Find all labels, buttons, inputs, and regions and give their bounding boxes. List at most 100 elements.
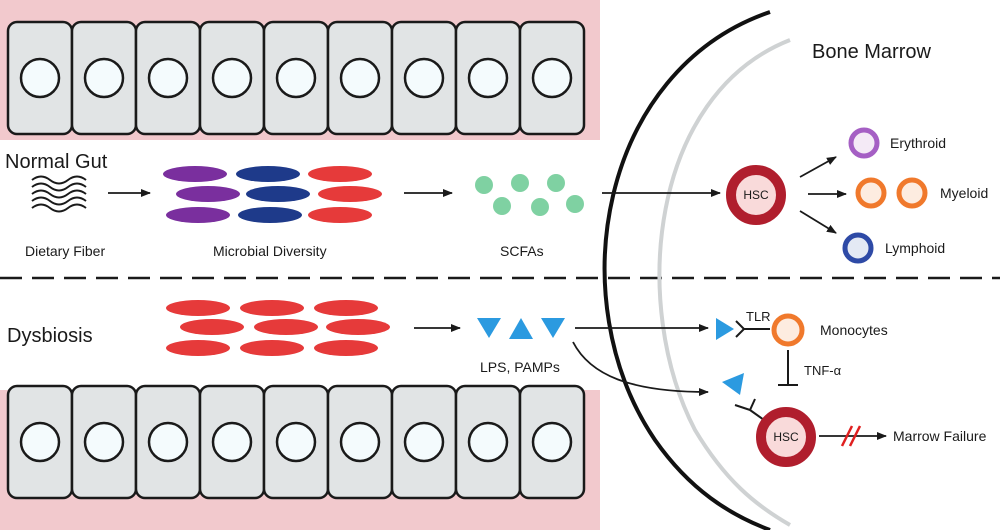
pamp-bound-triangle [716,318,734,340]
bottom-epithelial-cells [6,384,586,500]
scfas-label: SCFAs [500,243,544,259]
epithelial-cell [134,20,202,136]
arrow-hsc-to-erythroid [799,156,837,178]
red-microbe [314,340,378,356]
diverse-microbes [163,166,382,223]
cell-nucleus [211,57,253,99]
pamp-triangle-down [477,318,501,338]
monocyte-cell [771,313,805,347]
blue-microbe [238,207,302,223]
red-microbe [308,166,372,182]
cell-nucleus [467,421,509,463]
cell-nucleus [83,421,125,463]
hsc-cell-bottom: HSC [756,407,816,467]
scfa-dot [566,195,584,213]
red-microbe [308,207,372,223]
cell-nucleus [19,421,61,463]
blue-microbe [246,186,310,202]
epithelial-cell [262,384,330,500]
blocked-mark-icon [840,425,862,447]
red-microbe [166,300,230,316]
purple-microbe [163,166,227,182]
top-epithelial-cells [6,20,586,136]
scfa-dot [475,176,493,194]
pamp-triangle-free [722,373,744,395]
epithelial-cell [198,384,266,500]
hsc-bottom-label: HSC [773,430,799,444]
cell-nucleus [275,421,317,463]
cell-nucleus [531,57,573,99]
lps-pamps-icons [477,318,565,339]
red-microbe [254,319,318,335]
erythroid-cell [848,127,880,159]
cell-nucleus [83,57,125,99]
bottom-gut-epithelium [0,384,600,530]
lps-pamps-label: LPS, PAMPs [480,359,560,375]
tlr-label: TLR [746,309,771,324]
hsc-cell-top: HSC [726,165,786,225]
lymphoid-cell [842,232,874,264]
red-microbe [318,186,382,202]
dietary-fiber-icon [31,175,87,213]
top-gut-epithelium [0,0,600,140]
purple-microbe [166,207,230,223]
hsc-top-label: HSC [743,188,769,202]
lymphoid-label: Lymphoid [885,240,945,256]
scfa-dot [511,174,529,192]
hsc-tlr-receptor-icon [734,398,765,421]
cell-nucleus [147,57,189,99]
epithelial-cell [454,384,522,500]
epithelial-cell [70,384,138,500]
cell-nucleus [339,57,381,99]
cell-nucleus [339,421,381,463]
epithelial-cell [70,20,138,136]
monocytes-label: Monocytes [820,322,888,338]
epithelial-cell [518,384,586,500]
epithelial-cell [518,20,586,136]
epithelial-cell [326,20,394,136]
tlr-receptor-icon [735,320,770,338]
dietary-fiber-label: Dietary Fiber [25,243,105,259]
red-microbe [180,319,244,335]
scfa-dot [493,197,511,215]
cell-nucleus [403,57,445,99]
bone-cortex-line [602,10,771,530]
arrow-hsc-to-lymphoid [799,210,837,234]
dysbiosis-label: Dysbiosis [7,325,93,347]
cell-nucleus [211,421,253,463]
bone-marrow-label: Bone Marrow [812,41,931,63]
epithelial-cell [390,384,458,500]
cell-nucleus [19,57,61,99]
marrow-failure-label: Marrow Failure [893,428,987,444]
purple-microbe [176,186,240,202]
red-microbe [240,300,304,316]
epithelial-cell [454,20,522,136]
cell-nucleus [147,421,189,463]
pamp-triangle-up [509,318,533,339]
cell-nucleus [531,421,573,463]
normal-gut-label: Normal Gut [5,151,108,173]
microbial-diversity-label: Microbial Diversity [213,243,327,259]
erythroid-label: Erythroid [890,135,946,151]
epithelial-cell [326,384,394,500]
dysbiotic-microbes [166,300,390,356]
blue-microbe [236,166,300,182]
epithelial-cell [198,20,266,136]
cell-nucleus [467,57,509,99]
red-microbe [314,300,378,316]
epithelial-cell [262,20,330,136]
epithelial-cell [390,20,458,136]
pamp-triangle-down [541,318,565,338]
scfa-dot [547,174,565,192]
cell-nucleus [275,57,317,99]
scfa-dot [531,198,549,216]
red-microbe [240,340,304,356]
epithelial-cell [6,384,74,500]
bone-inner-line [657,38,791,527]
epithelial-cell [134,384,202,500]
scfa-molecules [475,174,584,216]
myeloid-label: Myeloid [940,185,988,201]
arrow-pamps-to-hsc [572,341,709,396]
red-microbe [326,319,390,335]
